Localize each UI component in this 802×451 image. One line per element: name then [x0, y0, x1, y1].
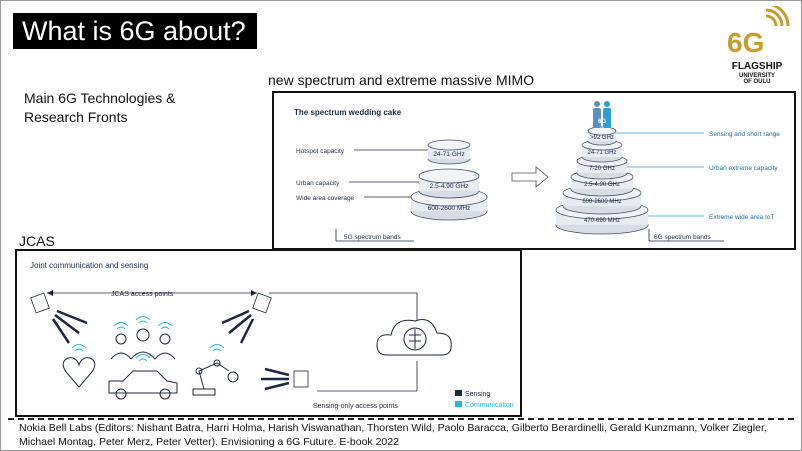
logo-6g-text: 6G: [727, 27, 764, 58]
logo-mark: 6G: [727, 6, 790, 58]
jcas-panel: Joint communication and sensing JCAS acc…: [15, 249, 522, 417]
cake5g-tier-3: 600-2600 MHz: [428, 205, 471, 212]
spectrum-panel-title: The spectrum wedding cake: [294, 108, 402, 117]
cloud-brain-icon: [376, 319, 452, 356]
slide-title: What is 6G about?: [13, 13, 257, 49]
label-hotspot-capacity: Hotspot capacity: [296, 148, 345, 155]
cake6g-tier-6: 470-690 MHz: [584, 218, 620, 224]
6g-flagship-logo: 6G FLAGSHIP UNIVERSITY OF OULU: [718, 6, 796, 90]
topper-right-figure: [603, 108, 611, 128]
antenna-array-left-icon: [30, 292, 88, 344]
reference-divider: [8, 418, 794, 420]
cake5g-tier-1: 24-71 GHz: [433, 151, 464, 158]
topper-6g-text: 6G: [598, 119, 606, 125]
arrow-icon: [511, 166, 549, 188]
cake6g-tier-1: >92 GHz: [590, 135, 614, 141]
people-group-icon: [110, 328, 176, 360]
spectrum-cakes: 24-71 GHz 2.5-4.90 GHz 600-2600 MHz Hots…: [296, 101, 780, 242]
logo-flagship-text: FLAGSHIP: [731, 61, 783, 72]
logo-university-text: UNIVERSITY OF OULU: [738, 73, 775, 85]
jcas-panel-title: Joint communication and sensing: [30, 261, 149, 270]
heart-icon: [62, 357, 96, 388]
legend-sensing-swatch: [455, 390, 462, 396]
cake6g-tier-2: 24-71 GHz: [587, 150, 616, 156]
cake5g-tier-2: 2.5-4.90 GHz: [430, 183, 469, 190]
spectrum-caption: new spectrum and extreme massive MIMO: [268, 72, 535, 88]
cake-5g: 24-71 GHz 2.5-4.90 GHz 600-2600 MHz Hots…: [296, 139, 488, 242]
legend-communication-swatch: [455, 401, 462, 407]
robot-arm-icon: [192, 359, 239, 396]
jcas-diagram: JCAS access points: [30, 290, 514, 410]
legend-communication-label: Communication: [465, 402, 514, 409]
cake6g-label: 6G spectrum bands: [654, 234, 711, 241]
communication-signal-icons: [71, 316, 225, 362]
label-extreme-wide-area-iot: Extreme wide area IoT: [709, 214, 774, 221]
label-sensing-short-range: Sensing and short range: [709, 131, 780, 138]
cake6g-tier-5: 600-2600 MHz: [582, 199, 621, 205]
sensing-only-access-points-label: Sensing-only access points: [313, 403, 398, 410]
cake-6g: 6G >92 GHz 24-71 GHz 7-20 GHz 2.5-4.90 G…: [555, 101, 780, 242]
cake6g-tier-3: 7-20 GHz: [589, 166, 615, 172]
spectrum-wedding-cake-panel: The spectrum wedding cake 24-71 GHz 2.5-…: [272, 91, 796, 250]
label-urban-capacity: Urban capacity: [296, 180, 340, 187]
label-wide-area-coverage: Wide area coverage: [296, 195, 355, 202]
cake6g-tier-4: 2.5-4.90 GHz: [584, 182, 620, 188]
jcas-access-points-label: JCAS access points: [111, 291, 174, 298]
antenna-array-right-icon: [221, 292, 272, 344]
antenna-array-sensing-icon: [261, 367, 309, 391]
car-icon: [108, 370, 178, 400]
legend-sensing-label: Sensing: [465, 391, 490, 398]
cake5g-label: 5G spectrum bands: [344, 234, 401, 241]
reference-citation: Nokia Bell Labs (Editors: Nishant Batra,…: [19, 422, 767, 448]
main-technologies-heading: Main 6G Technologies & Research Fronts: [24, 90, 176, 125]
jcas-caption: JCAS: [19, 233, 55, 249]
topper-left-figure: [593, 108, 601, 128]
label-urban-extreme-capacity: Urban extreme capacity: [709, 165, 778, 172]
